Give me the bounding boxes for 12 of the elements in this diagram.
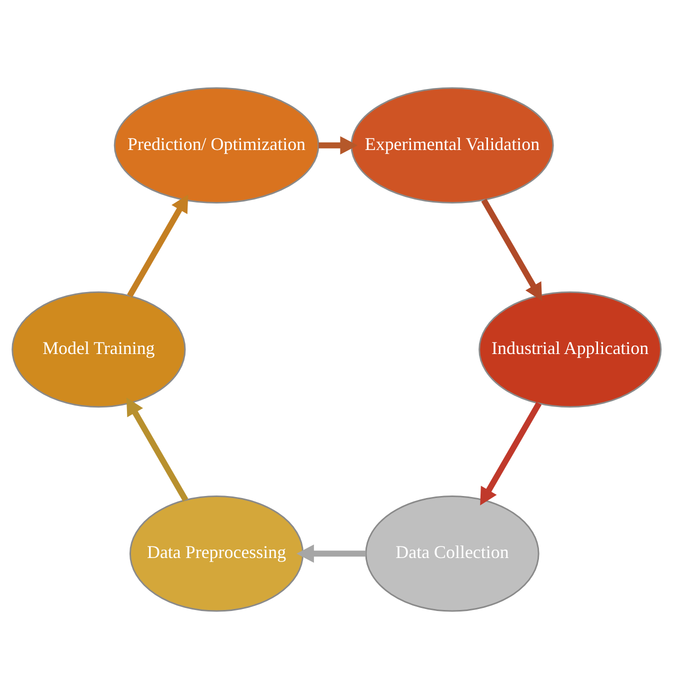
- arrow: [480, 401, 542, 505]
- node-ellipse: Experimental Validation: [350, 86, 554, 203]
- arrow: [318, 136, 358, 154]
- node-ellipse: Prediction/ Optimization: [114, 86, 320, 203]
- node-ellipse: Data Collection: [365, 495, 540, 612]
- arrow: [296, 544, 366, 562]
- node-ellipse: Industrial Application: [478, 290, 662, 408]
- node-ellipse: Data Preprocessing: [129, 495, 304, 612]
- arrow: [126, 397, 188, 501]
- node-ellipse: Model Training: [12, 290, 186, 408]
- arrow: [481, 198, 542, 300]
- arrow: [127, 194, 188, 297]
